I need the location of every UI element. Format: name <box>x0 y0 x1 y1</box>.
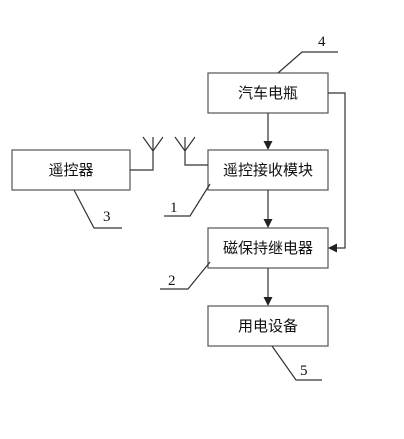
node-device-box <box>207 305 329 347</box>
node-remote-label: 遥控器 <box>48 161 93 179</box>
node-receiver: 遥控接收模块 <box>207 149 329 191</box>
ref-remote-number: 3 <box>103 209 111 225</box>
node-battery-box <box>207 72 329 114</box>
node-battery: 汽车电瓶 <box>207 72 329 114</box>
node-device: 用电设备 <box>207 305 329 347</box>
node-relay: 磁保持继电器 <box>207 227 329 269</box>
ref-relay: 2 <box>160 261 211 290</box>
remote-antenna-icon <box>130 136 164 171</box>
node-battery-label: 汽车电瓶 <box>238 84 298 102</box>
node-remote: 遥控器 <box>11 149 131 191</box>
node-device-label: 用电设备 <box>238 317 298 335</box>
receiver-antenna-icon <box>174 136 208 166</box>
arrow-battery-to-receiver <box>263 113 273 150</box>
ref-battery-number: 4 <box>318 34 326 50</box>
node-receiver-box <box>207 149 329 191</box>
ref-device: 5 <box>271 345 322 381</box>
node-receiver-label: 遥控接收模块 <box>223 161 313 179</box>
ref-device-number: 5 <box>300 363 308 379</box>
arrow-relay-to-device <box>263 268 273 306</box>
ref-remote: 3 <box>73 189 122 229</box>
node-remote-box <box>11 149 131 191</box>
ref-receiver: 1 <box>164 183 211 217</box>
ref-receiver-number: 1 <box>170 200 178 216</box>
arrow-battery-to-relay <box>328 92 346 253</box>
ref-battery: 4 <box>277 34 338 74</box>
arrow-receiver-to-relay <box>263 190 273 228</box>
node-relay-label: 磁保持继电器 <box>223 239 313 257</box>
ref-relay-number: 2 <box>168 273 176 289</box>
